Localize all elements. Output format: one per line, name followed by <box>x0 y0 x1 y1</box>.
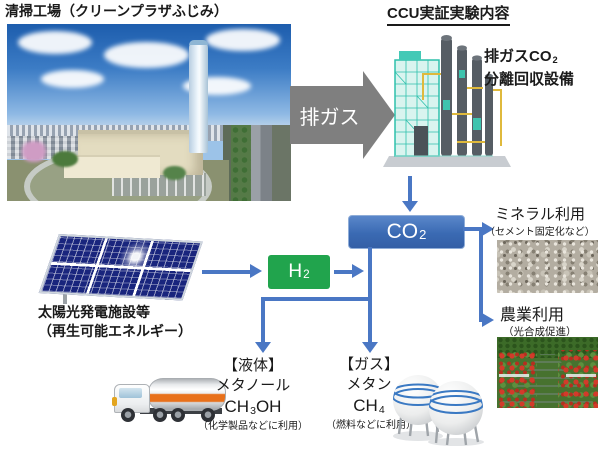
agriculture-use-subtitle: （光合成促進） <box>503 326 577 338</box>
arrowhead-mineral-icon <box>482 222 494 236</box>
arrowhead-junction-icon <box>352 264 364 278</box>
line-split-horizontal <box>261 297 372 301</box>
plant-title: 清掃工場（クリーンプラザふじみ） <box>5 3 228 19</box>
chimney-cap <box>188 39 209 46</box>
agriculture-use-title: 農業利用 <box>500 307 565 324</box>
greenhouse-photo <box>497 337 598 408</box>
plant-building-front <box>63 154 161 179</box>
capture-label-sub: 2 <box>552 55 558 66</box>
arrow-h2-to-junction <box>334 270 353 274</box>
truck-wheel <box>201 408 215 422</box>
line-to-gas <box>368 301 372 342</box>
cloud <box>18 31 93 55</box>
arrowhead-liquid-icon <box>255 342 271 353</box>
capture-label-line1: 排ガスCO <box>484 48 552 65</box>
liquid-formula-p2: OH <box>255 397 282 416</box>
solar-caption: 太陽光発電施設等 （再生可能エネルギー） <box>38 303 192 341</box>
liquid-formula: CH3OH <box>197 396 309 420</box>
line-co2-down <box>368 247 372 301</box>
gas-sphere-tanks-image <box>388 370 490 446</box>
truck-wheel <box>171 408 185 422</box>
capture-equipment-label: 排ガスCO2 分離回収設備 <box>484 46 574 91</box>
liquid-name: メタノール <box>215 377 291 394</box>
cloud <box>103 41 189 69</box>
arrow-equipment-to-co2 <box>408 176 412 202</box>
tree <box>163 165 186 180</box>
gravel-photo <box>497 240 598 293</box>
gas-formula-sub: 4 <box>378 404 385 417</box>
gas-formula-p1: CH <box>353 396 378 415</box>
chimney-stack <box>188 39 209 154</box>
truck-wheel <box>121 408 135 422</box>
gas-formula: CH4 <box>326 395 412 419</box>
greenhouse-rail <box>499 373 530 377</box>
liquid-tag: 【液体】 <box>222 357 283 374</box>
parking-lot <box>112 172 206 196</box>
gas-name: メタン <box>346 376 392 393</box>
tomato-row-left <box>497 349 538 408</box>
capture-label-line2: 分離回収設備 <box>484 71 575 88</box>
co2-label: CO <box>386 220 419 243</box>
co2-capture-equipment-image <box>381 30 513 175</box>
page-title: CCU実証実験内容 <box>387 2 510 26</box>
greenhouse-rail <box>565 373 596 377</box>
flue-gas-arrow-label: 排ガス <box>299 106 360 129</box>
solar-caption-line1: 太陽光発電施設等 <box>38 304 150 320</box>
cloud <box>205 29 280 51</box>
co2-label-sub: 2 <box>419 227 427 243</box>
arrow-solar-to-h2 <box>202 270 252 274</box>
tanker-truck-image <box>112 375 228 428</box>
mineral-use-subtitle: （セメント固定化など） <box>485 227 595 238</box>
tomato-row-right <box>557 349 598 408</box>
line-to-liquid <box>261 297 265 342</box>
solar-caption-line2: （再生可能エネルギー） <box>38 323 192 339</box>
cloud <box>41 70 104 88</box>
gas-tag: 【ガス】 <box>338 356 399 373</box>
flue-gas-arrowhead-icon <box>363 71 395 159</box>
cherry-tree <box>18 140 50 163</box>
street-trees <box>231 124 252 201</box>
h2-label: H <box>288 261 303 282</box>
arrowhead-gas-icon <box>362 342 378 353</box>
flue-gas-arrow: 排ガス <box>290 86 363 144</box>
waste-plant-photo <box>7 24 291 201</box>
truck-window <box>119 388 142 398</box>
line-co2-down-right <box>479 227 483 322</box>
gas-product-block: 【ガス】 メタン CH4 （燃料などに利用） <box>326 355 416 432</box>
liquid-product-block: 【液体】 メタノール CH3OH （化学製品などに利用） <box>197 356 309 433</box>
mineral-use-title: ミネラル利用 <box>495 206 586 223</box>
truck-tank <box>148 378 226 411</box>
liquid-formula-sub: 3 <box>250 405 256 418</box>
arrowhead-h2-icon <box>250 264 262 278</box>
gas-note: （燃料などに利用） <box>326 420 416 431</box>
solar-panel-image <box>38 228 210 306</box>
liquid-formula-p1: CH <box>224 397 250 416</box>
arrowhead-down-icon <box>402 201 418 212</box>
arrowhead-agriculture-icon <box>482 313 494 327</box>
truck-wheel <box>153 408 167 422</box>
tree <box>52 151 78 168</box>
liquid-note: （化学製品などに利用） <box>198 421 308 432</box>
line-co2-right <box>463 227 483 231</box>
solar-panel <box>38 234 203 301</box>
truck-marker-light <box>112 397 117 406</box>
h2-label-sub: 2 <box>303 268 310 282</box>
